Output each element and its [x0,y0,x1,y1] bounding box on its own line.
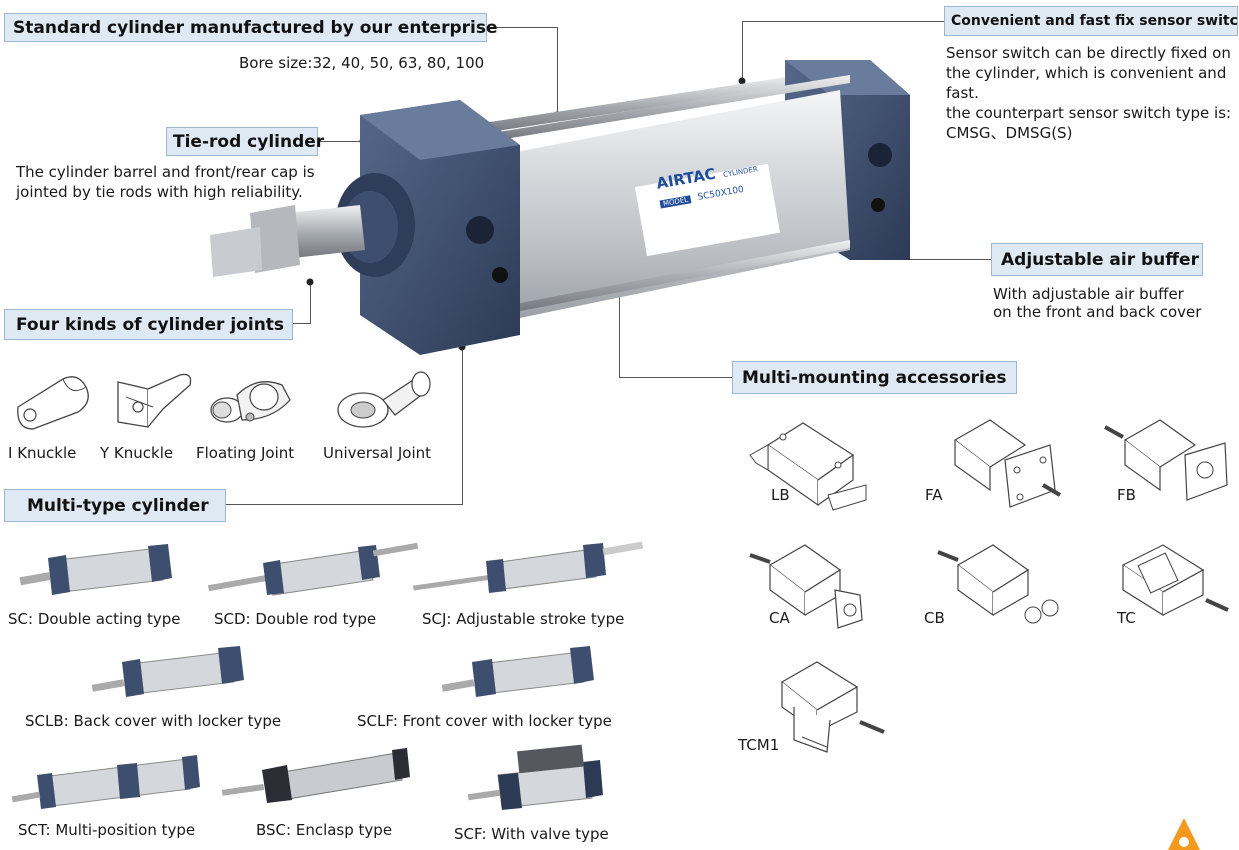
leader-tierod-h [318,141,363,142]
leader-standard-h [487,27,557,28]
bore-size-text: Bore size:32, 40, 50, 63, 80, 100 [239,54,485,72]
buffer-description: With adjustable air buffer on the front … [993,285,1233,321]
type-label-sct: SCT: Multi-position type [18,821,196,839]
leader-joints-v [310,282,311,324]
tag-sensor-switch: Convenient and fast fix sensor switch [944,6,1239,36]
sc-cylinder-image [19,544,172,595]
leader-mounting-v [619,252,620,378]
joint-label-universal: Universal Joint [323,444,432,462]
sensor-desc-line-2: the cylinder, which is convenient and [946,64,1227,82]
leader-sensor-v [742,21,743,81]
mount-label-cb: CB [924,609,945,627]
label-sub: CYLINDER [722,165,759,180]
fa-mount-icon [953,419,1062,508]
tag-tie-rod: Tie-rod cylinder [166,127,324,156]
leader-buffer-h [881,259,991,260]
mount-label-tc: TC [1117,609,1136,627]
sensor-desc-line-4: the counterpart sensor switch type is: [946,104,1232,122]
tag-cylinder-joints: Four kinds of cylinder joints [4,309,293,340]
lb-mount-icon [749,422,867,511]
leader-multitype-h [226,504,463,505]
main-cylinder-illustration [210,60,910,355]
type-label-scd: SCD: Double rod type [214,610,377,628]
brand-triangle-logo [1168,818,1200,850]
y-knuckle-icon [117,373,192,428]
type-label-scf: SCF: With valve type [454,825,609,843]
mount-label-fb: FB [1117,486,1136,504]
cb-mount-icon [937,544,1059,624]
joint-label-y-knuckle: Y Knuckle [100,444,174,462]
leader-mounting-h [619,377,732,378]
buffer-desc-line-2: on the front and back cover [993,303,1202,321]
sensor-desc-line-1: Sensor switch can be directly fixed on [946,44,1231,62]
mount-label-lb: LB [771,486,790,504]
leader-sensor-h [742,21,944,22]
sensor-desc-line-3: fast. [946,84,979,102]
dot-sensor [738,77,746,85]
joint-label-i-knuckle: I Knuckle [8,444,77,462]
leader-multitype-v [462,347,463,504]
dot-joints [306,278,314,286]
scf-cylinder-image [467,744,603,810]
type-label-sc: SC: Double acting type [8,610,181,628]
ca-mount-icon [749,544,863,629]
leader-standard-v [557,27,558,115]
tag-multi-type: Multi-type cylinder [4,489,226,522]
scj-cylinder-image [412,541,644,593]
type-label-sclb: SCLB: Back cover with locker type [25,712,282,730]
mount-label-tcm1: TCM1 [738,736,780,754]
tie-rod-description: The cylinder barrel and front/rear cap i… [16,162,336,202]
tcm1-mount-icon [780,661,885,753]
bsc-cylinder-image [221,748,410,803]
joint-label-floating: Floating Joint [196,444,295,462]
sclf-cylinder-image [441,646,594,697]
tag-mounting-accessories: Multi-mounting accessories [732,361,1017,394]
leader-joints-h [293,323,311,324]
sensor-description: Sensor switch can be directly fixed on t… [946,43,1238,143]
sct-cylinder-image [11,755,200,809]
type-label-scj: SCJ: Adjustable stroke type [422,610,625,628]
scd-cylinder-image [207,542,419,596]
fb-mount-icon [1104,419,1228,501]
buffer-desc-line-1: With adjustable air buffer [993,285,1184,303]
type-label-sclf: SCLF: Front cover with locker type [357,712,612,730]
tag-air-buffer: Adjustable air buffer [991,243,1203,276]
type-label-bsc: BSC: Enclasp type [256,821,393,839]
floating-joint-icon [210,381,291,423]
tag-standard-cylinder: Standard cylinder manufactured by our en… [4,13,498,42]
universal-joint-icon [337,371,431,428]
mount-label-fa: FA [925,486,943,504]
i-knuckle-icon [17,376,89,430]
tc-mount-icon [1121,544,1229,617]
tierod-desc-line-1: The cylinder barrel and front/rear cap i… [16,163,315,181]
sclb-cylinder-image [91,646,244,697]
tierod-desc-line-2: jointed by tie rods with high reliabilit… [16,183,303,201]
sensor-desc-line-5: CMSG、DMSG(S) [946,124,1073,142]
mount-label-ca: CA [769,609,790,627]
